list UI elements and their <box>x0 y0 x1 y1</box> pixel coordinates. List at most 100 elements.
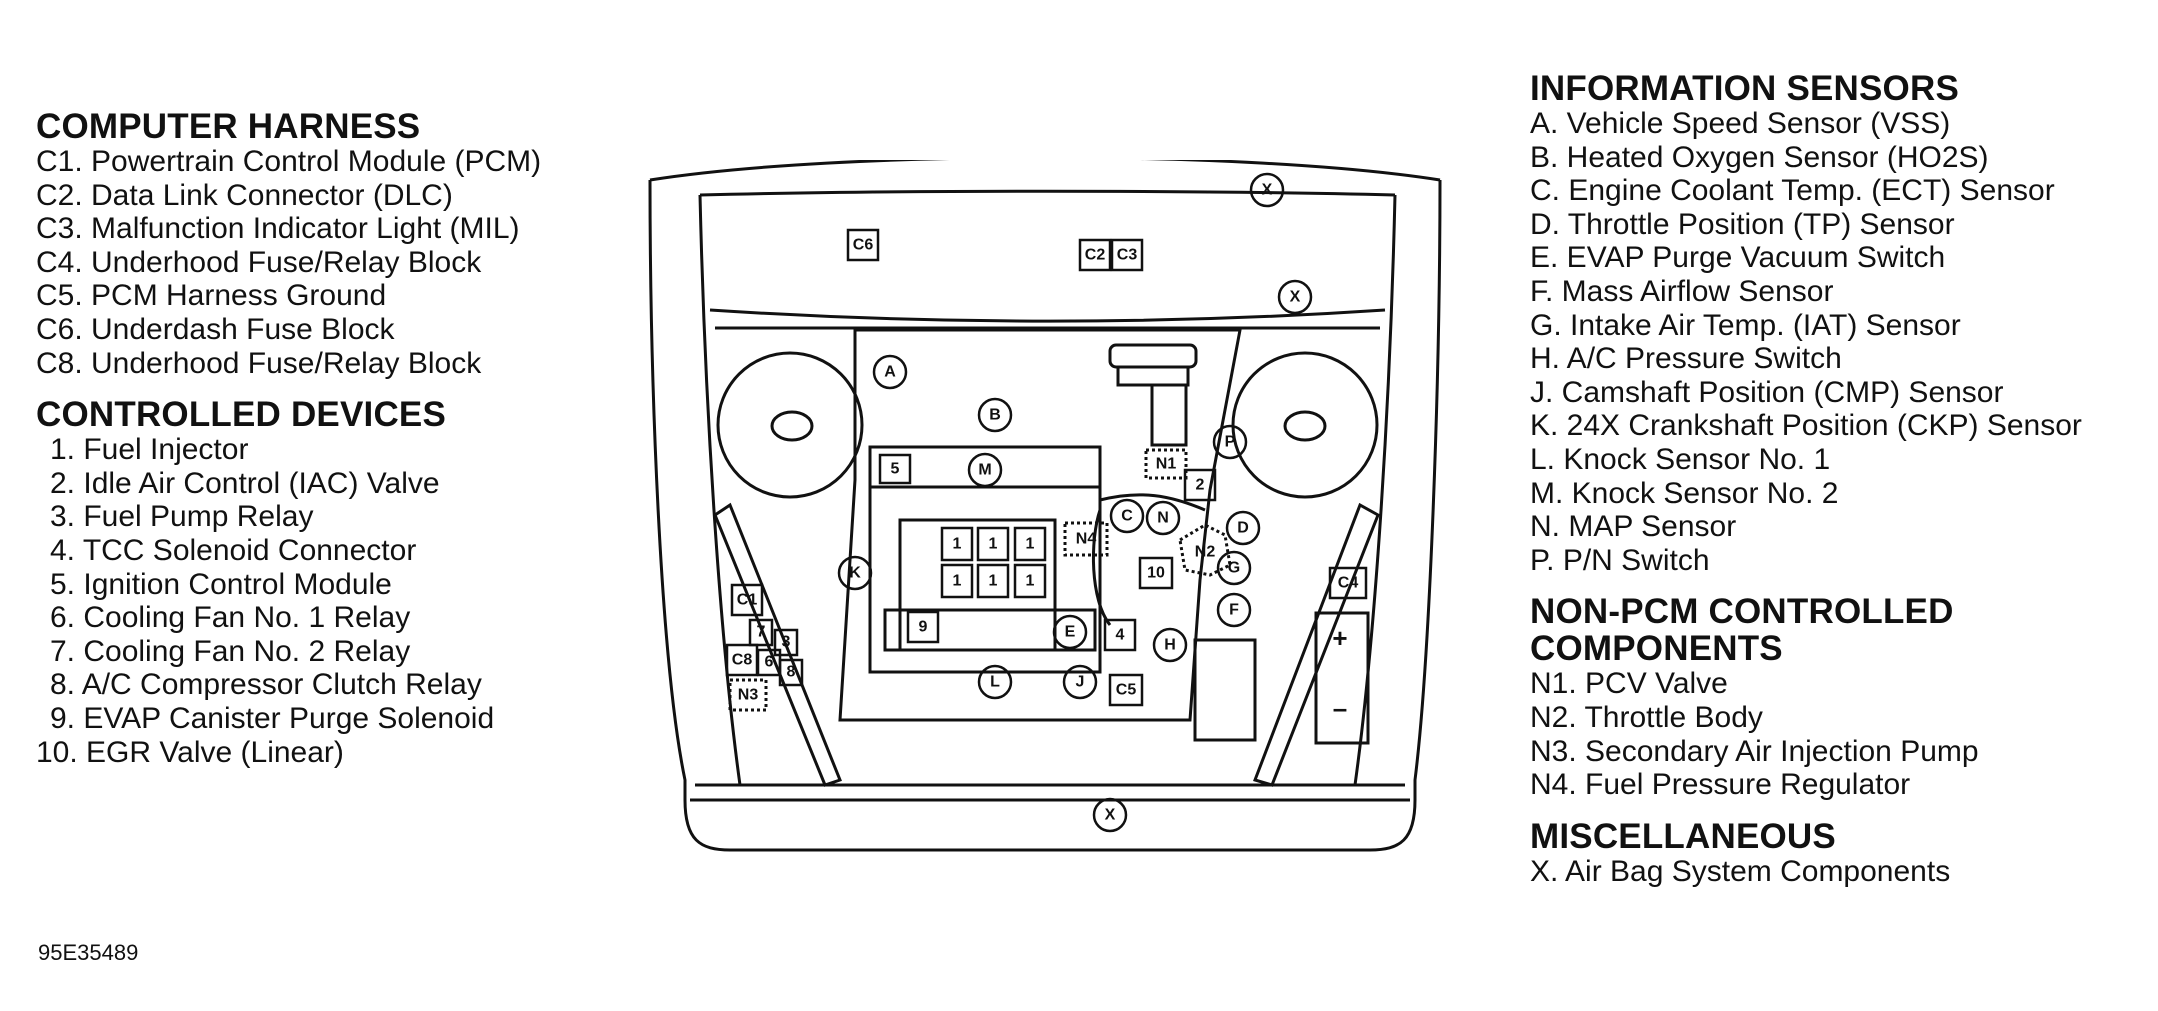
strut-tower-right-hole <box>1283 410 1327 442</box>
legend-item: C4. Underhood Fuse/Relay Block <box>36 245 482 279</box>
hood-line <box>649 160 1441 182</box>
circle-x3 <box>1092 797 1128 833</box>
box-1b <box>976 526 1010 562</box>
legend-item: F. Mass Airflow Sensor <box>1530 274 1834 308</box>
box-1f <box>1013 563 1047 599</box>
engine-compartment-diagram: C6 C2 C3 C4 C5 C1 C8 N1 N4 N3 N2 5 2 4 1… <box>648 160 1442 852</box>
circle-h <box>1152 627 1188 663</box>
battery-minus: – <box>1333 693 1347 723</box>
label-m: M <box>978 462 991 479</box>
legend-item: P. P/N Switch <box>1530 543 1710 577</box>
legend-item: C. Engine Coolant Temp. (ECT) Sensor <box>1530 174 2055 208</box>
circle-k <box>837 555 873 591</box>
box-9 <box>906 610 940 644</box>
label-b: B <box>989 407 1001 424</box>
circle-p <box>1212 424 1248 460</box>
legend-item: 2. Idle Air Control (IAC) Valve <box>50 466 440 500</box>
legend-item: 10. EGR Valve (Linear) <box>36 735 344 769</box>
intake-lower-bar <box>883 608 1097 652</box>
air-cleaner-top <box>1108 343 1198 369</box>
computer-harness-list: C1. Powertrain Control Module (PCM) C2. … <box>36 145 636 380</box>
legend-item: 6. Cooling Fan No. 1 Relay <box>50 601 411 635</box>
controlled-devices-heading: CONTROLLED DEVICES <box>36 395 447 435</box>
legend-item: N1. PCV Valve <box>1530 667 1728 701</box>
air-cleaner-neck <box>1116 365 1190 387</box>
label-j: J <box>1076 674 1085 691</box>
brace-right <box>1253 502 1380 787</box>
non-pcm-heading-line1: NON-PCM CONTROLLED <box>1530 592 1954 632</box>
legend-item: C3. Malfunction Indicator Light (MIL) <box>36 212 520 246</box>
legend-item: 8. A/C Compressor Clutch Relay <box>50 668 482 702</box>
cowl-lower <box>709 308 1386 323</box>
legend-item: G. Intake Air Temp. (IAT) Sensor <box>1530 308 1961 342</box>
legend-item: N2. Throttle Body <box>1530 700 1763 734</box>
legend-item: C8. Underhood Fuse/Relay Block <box>36 346 482 380</box>
label-3: 3 <box>782 634 791 651</box>
box-1a <box>940 526 974 562</box>
legend-item: 7. Cooling Fan No. 2 Relay <box>50 634 411 668</box>
legend-item: H. A/C Pressure Switch <box>1530 342 1842 376</box>
box-10 <box>1138 556 1174 590</box>
hose-loop <box>1091 509 1112 626</box>
box-1e <box>976 563 1010 599</box>
box-1c <box>1013 526 1047 562</box>
circle-l <box>977 664 1013 700</box>
box-4 <box>1103 618 1137 652</box>
label-h: H <box>1164 637 1176 654</box>
label-c2: C2 <box>1085 247 1106 264</box>
label-4: 4 <box>1116 627 1125 644</box>
battery <box>1314 611 1370 745</box>
information-sensors-list: A. Vehicle Speed Sensor (VSS) B. Heated … <box>1530 107 2150 577</box>
legend-item: 5. Ignition Control Module <box>50 567 392 601</box>
label-n1: N1 <box>1156 456 1177 473</box>
label-2: 2 <box>1196 477 1205 494</box>
legend-item: 9. EVAP Canister Purge Solenoid <box>50 701 495 735</box>
circle-j <box>1062 664 1098 700</box>
circle-m <box>967 452 1003 488</box>
battery-area <box>1193 638 1257 742</box>
label-1a: 1 <box>953 536 962 553</box>
brace-left <box>713 502 842 787</box>
vehicle-body-outline <box>648 179 1442 852</box>
legend-item: K. 24X Crankshaft Position (CKP) Sensor <box>1530 409 2082 443</box>
legend-item: L. Knock Sensor No. 1 <box>1530 442 1831 476</box>
label-d: D <box>1237 520 1249 537</box>
cowl-upper <box>699 189 1396 197</box>
label-e: E <box>1065 624 1076 641</box>
circle-n <box>1145 500 1181 536</box>
legend-item: 3. Fuel Pump Relay <box>50 500 314 534</box>
n3-marker <box>728 678 768 712</box>
figure-code: 95E35489 <box>38 940 139 965</box>
legend-item: C2. Data Link Connector (DLC) <box>36 178 453 212</box>
label-1c: 1 <box>1026 536 1035 553</box>
legend-item: C1. Powertrain Control Module (PCM) <box>36 145 542 178</box>
c5-box <box>1108 673 1144 707</box>
label-c4: C4 <box>1338 575 1359 592</box>
label-n: N <box>1157 510 1169 527</box>
circle-c <box>1109 498 1145 534</box>
label-x1: X <box>1262 182 1273 199</box>
c1-box <box>730 583 764 617</box>
label-c3: C3 <box>1117 247 1138 264</box>
label-l: L <box>990 674 1000 691</box>
circle-f <box>1216 592 1252 628</box>
circle-x1 <box>1249 172 1285 208</box>
label-1e: 1 <box>989 573 998 590</box>
label-8: 8 <box>787 664 796 681</box>
label-f: F <box>1229 602 1239 619</box>
throttle-hose <box>1099 493 1206 512</box>
non-pcm-heading-line2: COMPONENTS <box>1530 629 1783 669</box>
n4-marker <box>1063 521 1109 557</box>
box-5 <box>878 453 912 485</box>
legend-item: N. MAP Sensor <box>1530 510 1737 544</box>
information-sensors-heading: INFORMATION SENSORS <box>1530 69 1959 108</box>
circle-x2 <box>1277 279 1313 315</box>
legend-item: B. Heated Oxygen Sensor (HO2S) <box>1530 140 1989 174</box>
legend-item: X. Air Bag System Components <box>1530 854 1951 888</box>
legend-item: A. Vehicle Speed Sensor (VSS) <box>1530 107 1951 140</box>
n1-marker <box>1144 448 1188 480</box>
legend-item: D. Throttle Position (TP) Sensor <box>1530 207 1955 241</box>
legend-item: J. Camshaft Position (CMP) Sensor <box>1530 375 2004 409</box>
left-legend: COMPUTER HARNESS C1. Powertrain Control … <box>36 108 636 769</box>
label-c6: C6 <box>853 237 874 254</box>
